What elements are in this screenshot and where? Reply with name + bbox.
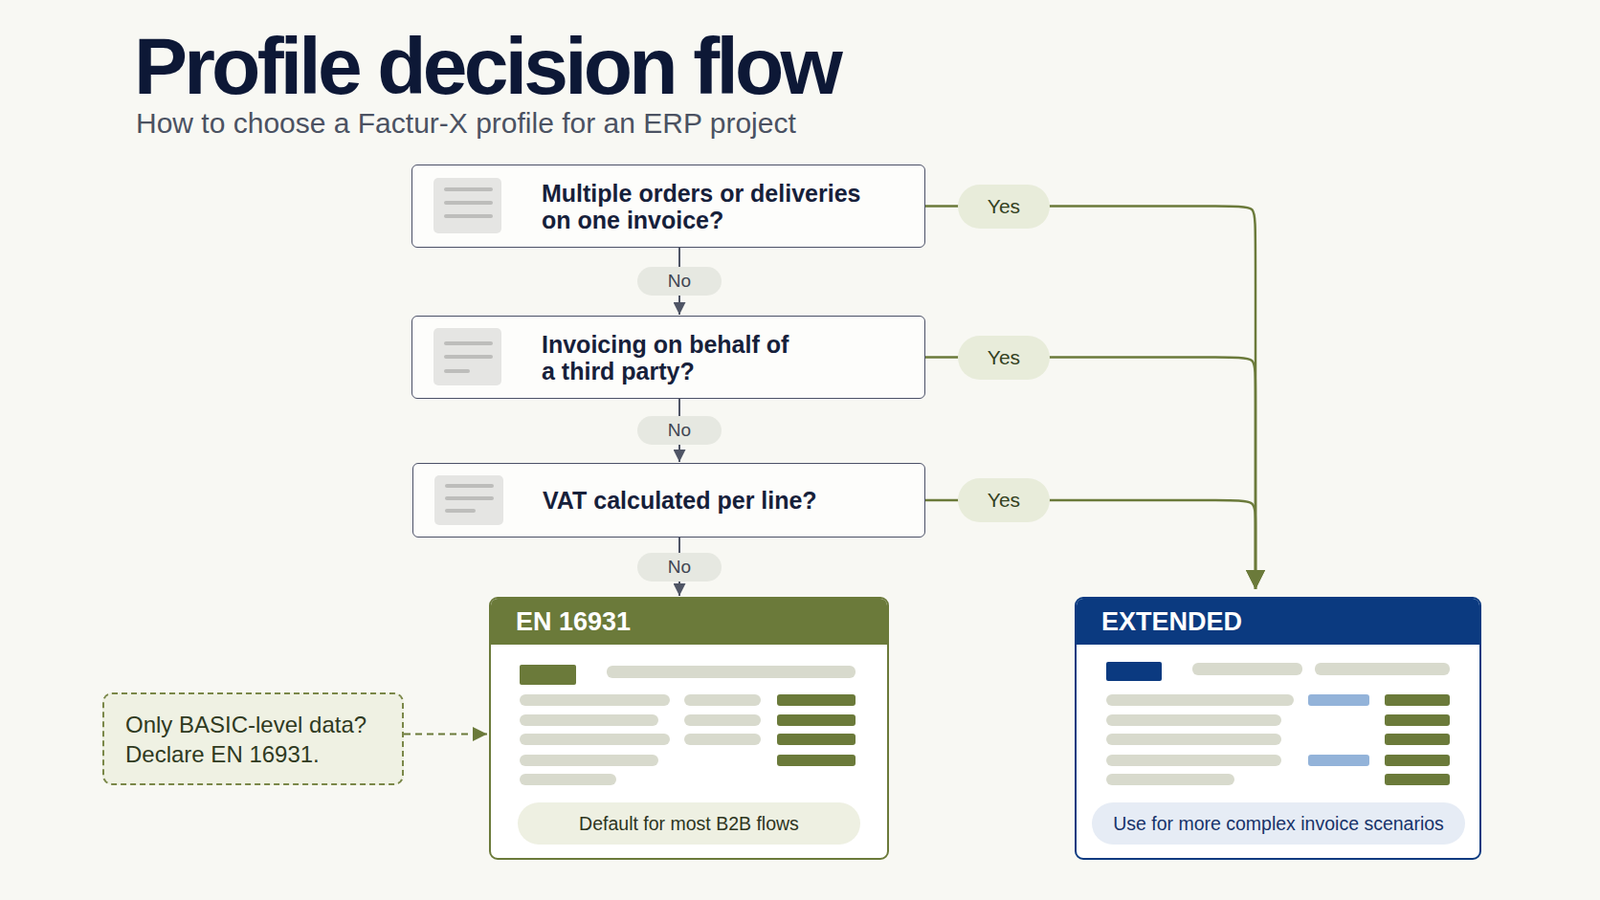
question-text: Invoicing on behalf of a third party? [541,331,796,385]
mock-bar [519,694,670,707]
mock-tag [1308,694,1370,707]
icon-line [444,341,493,346]
edge-label: No [637,416,722,445]
mock-bar [684,694,761,707]
mock-amount [1384,714,1450,727]
edge-label: Yes [957,335,1050,380]
mock-bar [519,733,670,746]
document-icon [433,328,502,386]
connector [925,357,1256,591]
profile-card: EXTENDED Use for more complex invoice sce… [1074,597,1482,861]
edge-label: Yes [957,184,1050,229]
mock-bar [519,714,659,727]
mock-amount [777,755,856,767]
profile-card: EN 16931Default for most B2B flows [488,597,889,861]
mock-amount [1384,733,1450,746]
icon-line [444,369,470,374]
mock-block [1106,662,1162,682]
mock-bar [1106,733,1282,746]
document-icon [434,475,504,526]
decision-box: VAT calculated per line? [412,463,926,538]
edge-label: No [637,553,722,582]
card-note: Default for most B2B flows [517,802,861,845]
mock-bar [519,755,659,767]
mock-amount [777,694,856,707]
mock-amount [1384,774,1450,786]
mock-bar [606,666,856,679]
mock-bar [684,714,761,727]
decision-box: Multiple orders or deliveries on one inv… [411,164,926,248]
mock-amount [777,714,856,727]
mock-bar [519,774,617,786]
mock-bar [1106,774,1235,786]
mock-bar [1106,755,1282,767]
mock-bar [1106,694,1294,707]
mock-tag [1308,755,1370,767]
icon-line [444,200,493,205]
card-heading: EN 16931 [490,599,888,645]
subtitle: How to choose a Factur-X profile for an … [135,109,797,138]
icon-line [444,509,476,513]
icon-line [444,484,494,489]
icon-line [444,355,493,359]
document-icon [433,177,502,234]
mock-bar [1106,714,1282,727]
question-text: VAT calculated per line? [542,487,926,514]
mock-block [519,665,577,686]
icon-line [444,214,493,219]
decision-box: Invoicing on behalf of a third party? [411,315,926,400]
diagram-title: Profile decision flow [133,25,840,107]
note-text: Only BASIC-level data? Declare EN 16931. [125,710,394,770]
icon-line [444,187,493,192]
note-box: Only BASIC-level data? Declare EN 16931. [102,692,404,786]
connector [925,206,1256,591]
connector [403,733,488,736]
mock-amount [1384,755,1450,767]
question-text: Multiple orders or deliveries on one inv… [541,179,877,234]
card-note: Use for more complex invoice scenarios [1091,802,1466,845]
mock-amount [777,733,856,746]
edge-label: No [637,266,722,296]
icon-line [444,496,494,501]
mock-bar [1192,663,1303,676]
card-heading: EXTENDED [1076,599,1480,645]
mock-bar [1314,663,1450,676]
mock-bar [684,733,761,746]
mock-amount [1384,694,1450,707]
edge-label: Yes [957,478,1050,523]
